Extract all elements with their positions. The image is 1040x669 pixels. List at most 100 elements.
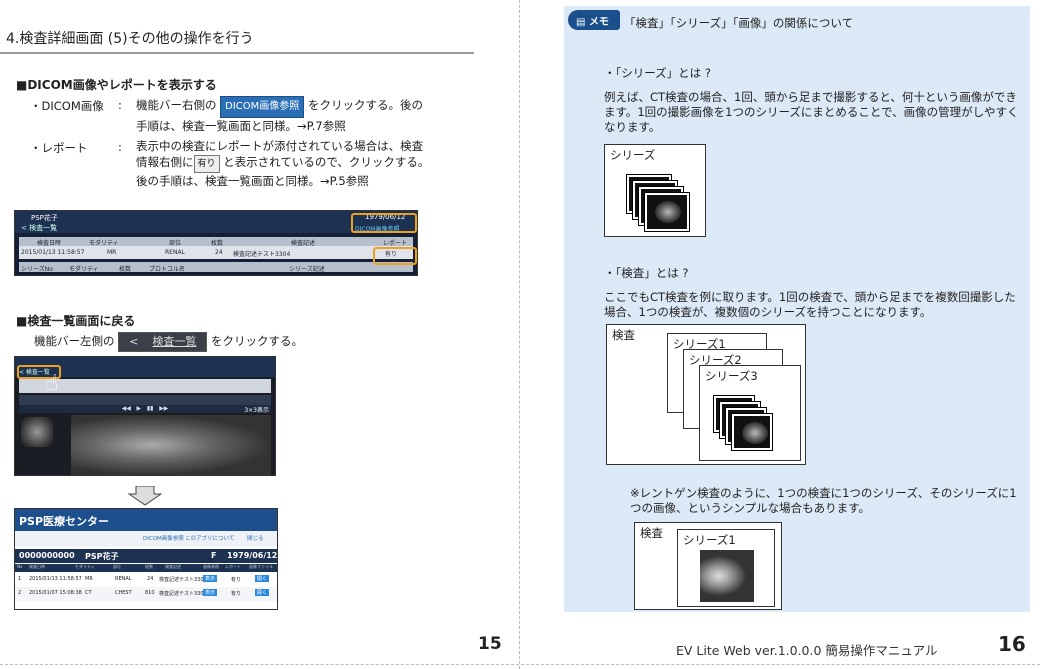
playback-controls[interactable]: ◀◀ ▶ ▮▮ ▶▶: [19, 405, 271, 413]
text: をクリックする。後の: [307, 98, 423, 112]
patient-dob: 1979/06/12: [227, 551, 278, 560]
dicom-link[interactable]: DICOM画像参照: [143, 536, 184, 542]
exam-table: 検査日時 モダリティ 部位 枚数 検査記述 レポート 2015/01/13 11…: [19, 237, 413, 259]
table-cell: 検査記述テスト3304: [233, 251, 291, 258]
open-button[interactable]: 開く: [255, 589, 270, 596]
cell: 検査記述テスト3304: [159, 591, 207, 597]
report-description: 表示中の検査にレポートが添付されている場合は、検査 情報右側に有り と表示されて…: [136, 138, 476, 189]
table-row[interactable]: 2 2015/01/07 15:08:38 CT CHEST 810 検査記述テ…: [15, 587, 277, 601]
text: 情報右側に: [136, 155, 194, 169]
exam-detail-screenshot: PSP花子 < 検査一覧 1979/06/12 DICOM画像参照 検査日時 モ…: [14, 210, 418, 276]
open-button[interactable]: 開く: [255, 575, 270, 582]
thumbnail[interactable]: [21, 417, 53, 447]
bottom-border: [0, 664, 1040, 665]
arrow-down-icon: [128, 486, 162, 506]
label: 検査一覧: [152, 335, 197, 348]
page-number: 15: [478, 634, 502, 654]
layout-label[interactable]: 3×3表示: [244, 407, 269, 414]
header-cell: No: [17, 564, 23, 569]
report-available-button[interactable]: 有り: [193, 155, 220, 173]
back-to-list-link[interactable]: < 検査一覧: [21, 224, 58, 232]
cell: RENAL: [115, 576, 132, 582]
left-page: 4.検査詳細画面 (5)その他の操作を行う ■DICOM画像やレポートを表示する…: [0, 31, 502, 654]
memo-title: 「検査」「シリーズ」「画像」の関係について: [624, 16, 854, 30]
series-diagram: シリーズ: [604, 144, 706, 237]
header-cell: モダリティ: [89, 240, 119, 247]
view-button[interactable]: 表示: [203, 589, 218, 596]
exam-question: ・「検査」とは ?: [604, 266, 689, 280]
text: をクリックする。: [211, 334, 304, 348]
patient-name: PSP花子: [31, 214, 58, 222]
table-header: No 検査日時 モダリティ 部位 枚数 検査記述 画像参照 レポート 画像ファイ…: [15, 564, 277, 572]
exam-list-screenshot: PSP医療センター DICOM画像参照 このアプリについて 閉じる 000000…: [14, 508, 278, 610]
ct-slice: [644, 192, 690, 232]
about-link[interactable]: このアプリについて: [185, 536, 235, 542]
header-cell: 枚数: [211, 240, 224, 247]
colon: :: [118, 98, 122, 112]
header-cell: シリーズ記述: [289, 266, 325, 273]
cell: 2: [18, 590, 22, 596]
back-instruction: 機能バー左側の < 検査一覧 をクリックする。: [34, 332, 303, 352]
view-button[interactable]: 表示: [203, 575, 218, 582]
header-cell: 枚数: [119, 266, 132, 273]
label: シリーズ3: [705, 369, 758, 383]
header-cell: 画像ファイル: [249, 564, 273, 569]
patient-id: 0000000000: [19, 551, 75, 560]
page-title: 4.検査詳細画面 (5)その他の操作を行う: [6, 31, 254, 47]
header-cell: プロトコル名: [149, 266, 186, 273]
header-cell: 部位: [169, 240, 182, 247]
dicom-view-button[interactable]: DICOM画像参照: [220, 96, 305, 118]
header-cell: レポート: [383, 240, 408, 247]
memo-icon: ▤: [576, 17, 586, 28]
text: 機能バー左側の: [34, 334, 115, 348]
report-cell[interactable]: 有り: [385, 251, 398, 258]
xray-diagram: 検査 シリーズ1: [634, 522, 782, 610]
table-cell: 24: [215, 249, 223, 256]
cell: 1: [18, 576, 22, 582]
header-cell: レポート: [225, 564, 241, 569]
hand-cursor-icon: ☝: [45, 371, 59, 396]
report-label: ・レポート: [30, 141, 88, 155]
series-paragraph: 例えば、CT検査の場合、1回、頭から足まで撮影すると、何十という画像ができます。…: [604, 90, 1019, 134]
header-cell: 画像参照: [203, 564, 219, 569]
footer-text: EV Lite Web ver.1.0.0.0 簡易操作マニュアル: [676, 643, 938, 658]
patient-sex: F: [211, 551, 217, 560]
header-cell: 検査記述: [165, 564, 181, 569]
colon: :: [118, 140, 122, 154]
highlight-dicom: [351, 213, 417, 233]
highlight-nav: [17, 365, 61, 379]
text: 後の手順は、検査一覧画面と同様。→P.5参照: [136, 174, 369, 188]
header-cell: 検査日時: [29, 564, 45, 569]
birth-date: 1979/06/12: [365, 213, 406, 221]
cell: 24: [147, 576, 154, 582]
header-cell: シリーズNo: [21, 266, 53, 273]
note-text: ※レントゲン検査のように、1つの検査に1つのシリーズ、そのシリーズに1つの画像、…: [630, 486, 1017, 515]
dicom-link[interactable]: DICOM画像参照: [355, 226, 400, 233]
cell: 810: [145, 590, 155, 596]
text: 機能バー右側の: [136, 98, 217, 112]
header-cell: 部位: [113, 564, 121, 569]
series-table-header: シリーズNo モダリティ 枚数 プロトコル名 シリーズ記述: [19, 262, 413, 273]
dicom-label: ・DICOM画像: [30, 99, 104, 113]
exam-paragraph: ここでもCT検査を例に取ります。1回の検査で、頭から足までを複数回撮影した場合、…: [604, 290, 1016, 319]
label: 検査: [640, 526, 663, 540]
table-row[interactable]: 1 2015/01/13 11:58:57 MR RENAL 24 検査記述テス…: [15, 573, 277, 587]
label: シリーズ: [610, 148, 656, 162]
cell: 有り: [231, 591, 242, 597]
memo-badge: ▤ メモ: [568, 10, 620, 30]
text: と表示されているので、クリックする。: [223, 155, 430, 169]
chevron-left-icon: <: [129, 335, 139, 348]
dicom-description: 機能バー右側の DICOM画像参照 をクリックする。後の 手順は、検査一覧画面と…: [136, 96, 476, 134]
cell: 検査記述テスト3304: [159, 577, 207, 583]
title-rule: [0, 52, 474, 54]
hospital-name: PSP医療センター: [19, 515, 110, 528]
cell: 2015/01/13 11:58:57: [29, 576, 82, 582]
memo-panel: [564, 6, 1030, 612]
close-link[interactable]: 閉じる: [247, 536, 264, 542]
section-heading-back: ■検査一覧画面に戻る: [16, 314, 136, 328]
text: 手順は、検査一覧画面と同様。→P.7参照: [136, 119, 346, 133]
back-link[interactable]: < 検査一覧: [19, 369, 50, 376]
exam-list-button[interactable]: < 検査一覧: [118, 332, 208, 352]
patient-name: PSP花子: [85, 552, 119, 561]
label: シリーズ1: [673, 337, 726, 351]
